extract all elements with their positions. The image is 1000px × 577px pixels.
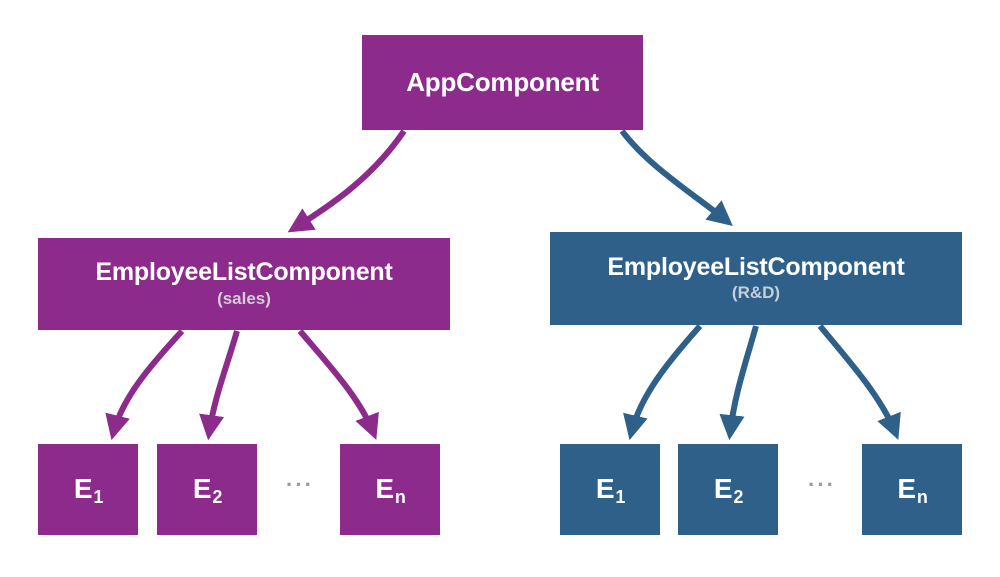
employee-list-sales-subtitle: (sales) bbox=[217, 288, 271, 308]
edge-rnd-to-e1 bbox=[623, 324, 703, 441]
employee-letter: E bbox=[375, 473, 394, 505]
employee-index: n bbox=[394, 487, 406, 508]
employee-list-rnd-label: EmployeeListComponent bbox=[607, 252, 905, 281]
employee-letter: E bbox=[73, 473, 93, 505]
employee-index: 1 bbox=[615, 487, 626, 508]
employee-sales-2-label: E2 bbox=[192, 473, 223, 508]
ellipsis-sales: ··· bbox=[286, 472, 314, 497]
employee-index: 1 bbox=[93, 487, 104, 508]
employee-index: 2 bbox=[733, 487, 744, 508]
node-employee-rnd-2[interactable]: E2 bbox=[678, 444, 778, 535]
employee-list-rnd-subtitle: (R&D) bbox=[731, 283, 781, 303]
employee-letter: E bbox=[192, 473, 212, 505]
employee-letter: E bbox=[713, 473, 733, 505]
edge-app-to-rnd bbox=[619, 129, 733, 227]
node-employee-rnd-1[interactable]: E1 bbox=[560, 444, 660, 535]
employee-index: n bbox=[916, 487, 928, 508]
employee-rnd-n-label: En bbox=[897, 473, 928, 508]
employee-rnd-2-label: E2 bbox=[713, 473, 744, 508]
edge-app-to-sales bbox=[287, 129, 407, 233]
employee-sales-n-label: En bbox=[375, 473, 406, 508]
employee-index: 2 bbox=[212, 487, 223, 508]
edge-sales-to-e1 bbox=[105, 328, 185, 441]
employee-list-sales-label: EmployeeListComponent bbox=[95, 258, 393, 287]
app-component-label: AppComponent bbox=[406, 67, 599, 98]
node-employee-list-rnd[interactable]: EmployeeListComponent (R&D) bbox=[550, 232, 962, 325]
edge-rnd-to-e2 bbox=[719, 325, 759, 441]
node-employee-sales-2[interactable]: E2 bbox=[157, 444, 257, 535]
employee-letter: E bbox=[897, 473, 916, 505]
employee-letter: E bbox=[595, 473, 615, 505]
node-employee-rnd-n[interactable]: En bbox=[862, 444, 962, 535]
edge-sales-to-en bbox=[297, 329, 379, 440]
edge-rnd-to-en bbox=[817, 324, 901, 440]
node-employee-list-sales[interactable]: EmployeeListComponent (sales) bbox=[38, 238, 450, 330]
ellipsis-rnd: ··· bbox=[808, 472, 836, 497]
node-employee-sales-1[interactable]: E1 bbox=[38, 444, 138, 535]
edge-sales-to-e2 bbox=[199, 330, 240, 441]
node-app-component[interactable]: AppComponent bbox=[362, 35, 643, 130]
node-employee-sales-n[interactable]: En bbox=[340, 444, 440, 535]
employee-rnd-1-label: E1 bbox=[595, 473, 626, 508]
employee-sales-1-label: E1 bbox=[73, 473, 104, 508]
